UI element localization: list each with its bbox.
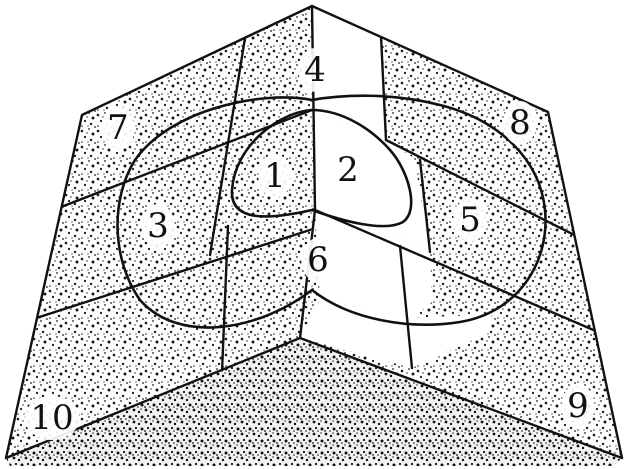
svg-text:9: 9 — [567, 386, 589, 426]
region-label-9: 9 — [561, 384, 595, 428]
region-label-4: 4 — [298, 48, 332, 92]
svg-text:6: 6 — [307, 240, 329, 280]
svg-text:5: 5 — [459, 200, 481, 240]
region-label-3: 3 — [141, 204, 175, 248]
svg-text:1: 1 — [264, 156, 286, 196]
region-label-1: 1 — [258, 154, 292, 198]
region-label-2: 2 — [331, 148, 365, 192]
region-label-7: 7 — [101, 106, 135, 150]
svg-text:10: 10 — [30, 398, 73, 438]
region-label-8: 8 — [503, 101, 537, 145]
svg-text:8: 8 — [509, 103, 531, 143]
svg-text:3: 3 — [147, 206, 169, 246]
svg-text:2: 2 — [337, 150, 359, 190]
region-label-6: 6 — [301, 238, 335, 282]
region-label-5: 5 — [453, 198, 487, 242]
svg-text:4: 4 — [304, 50, 326, 90]
region-label-10: 10 — [24, 396, 79, 440]
svg-text:7: 7 — [107, 108, 129, 148]
